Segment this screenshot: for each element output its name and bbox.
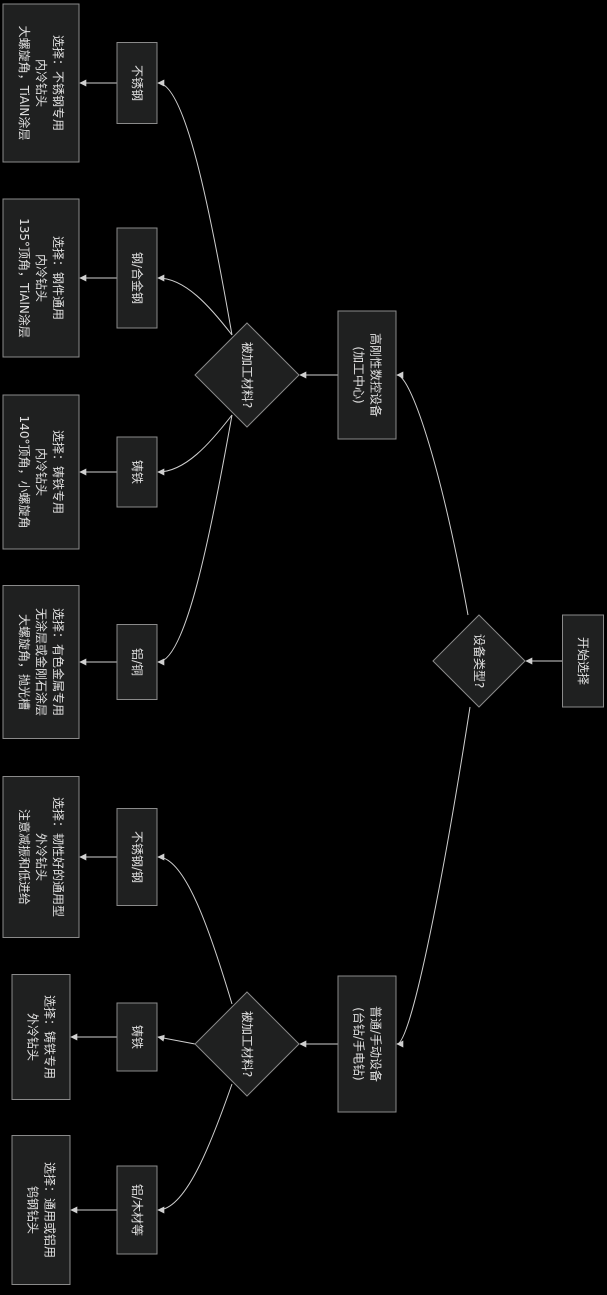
result-node-1-0-label-line: 注意减振和低进给	[17, 809, 32, 905]
result-node-1-2-label-line: 选择：通用或铝用	[43, 1162, 58, 1258]
material-node-0-2[interactable]: 铸铁	[116, 436, 158, 508]
result-node-0-3-label-line: 选择：有色金属专用	[51, 608, 66, 716]
result-node-0-0[interactable]: 选择：不锈钢专用内冷钻头大螺旋角，TiAlN涂层	[2, 3, 80, 163]
device-type-decision-label-line: 设备类型?	[472, 634, 486, 688]
result-node-0-1-label-line: 135°顶角，TiAlN涂层	[17, 218, 32, 338]
material-node-0-0[interactable]: 不锈钢	[116, 42, 158, 124]
edge-material-0-3	[157, 414, 233, 666]
result-node-1-0-label-line: 外冷钻头	[34, 833, 49, 881]
result-node-0-3[interactable]: 选择：有色金属专用无涂层或金刚石涂层大螺旋角，抛光槽	[2, 585, 80, 739]
material-decision-0-label-line: 被加工材料?	[240, 342, 254, 408]
material-node-0-0-label-line: 不锈钢	[130, 65, 144, 101]
result-node-1-2-label-line: 钨钢钻头	[26, 1186, 41, 1234]
result-node-0-2[interactable]: 选择：铸铁专用内冷钻头140°顶角，小螺旋角	[2, 394, 80, 550]
result-node-0-2-label-line: 内冷钻头	[34, 448, 49, 496]
device-node-0-label: 高刚性数控设备(加工中心)	[352, 333, 384, 417]
result-node-0-2-label: 选择：铸铁专用内冷钻头140°顶角，小螺旋角	[17, 416, 66, 529]
material-decision-1-label-line: 被加工材料?	[240, 1011, 254, 1077]
result-node-0-2-label-line: 140°顶角，小螺旋角	[17, 416, 31, 529]
device-type-decision[interactable]: 设备类型?	[432, 614, 526, 708]
device-node-1-label: 普通/手动设备(台钻/手电钻)	[352, 1006, 383, 1082]
edge-material-0-1	[157, 274, 233, 336]
edge-material-1-2	[157, 1083, 233, 1214]
edge-material-0-0	[157, 79, 233, 336]
start-node[interactable]: 开始选择	[562, 614, 604, 708]
material-node-0-1[interactable]: 钢/合金钢	[116, 227, 158, 329]
result-node-1-1-label-line: 选择：铸铁专用	[43, 995, 58, 1079]
result-node-0-0-label-line: 大螺旋角，TiAlN涂层	[17, 26, 32, 141]
material-decision-0[interactable]: 被加工材料?	[194, 322, 300, 428]
result-node-1-1-label-line: 外冷钻头	[26, 1013, 41, 1061]
material-node-1-1-label: 铸铁	[130, 1025, 145, 1049]
result-node-0-1[interactable]: 选择：钢件通用内冷钻头135°顶角，TiAlN涂层	[2, 198, 80, 358]
device-node-1-label-line: (台钻/手电钻)	[352, 1007, 367, 1080]
material-decision-0-label: 被加工材料?	[240, 342, 254, 408]
result-node-0-1-label-line: 内冷钻头	[34, 254, 49, 302]
material-node-1-1[interactable]: 铸铁	[116, 1002, 158, 1072]
material-node-0-2-label: 铸铁	[130, 460, 145, 484]
device-type-decision-label: 设备类型?	[472, 634, 486, 688]
device-node-1[interactable]: 普通/手动设备(台钻/手电钻)	[337, 975, 397, 1113]
material-node-1-1-label-line: 铸铁	[130, 1025, 145, 1049]
result-node-1-0-label: 选择：韧性好的通用型外冷钻头注意减振和低进给	[17, 797, 66, 917]
result-node-0-0-label-line: 内冷钻头	[34, 59, 49, 107]
edge-material-0-2	[157, 414, 233, 476]
result-node-1-2[interactable]: 选择：通用或铝用钨钢钻头	[11, 1135, 71, 1285]
material-node-0-1-label: 钢/合金钢	[130, 252, 145, 304]
edge-material-1-1	[157, 1034, 196, 1045]
result-node-0-0-label-line: 选择：不锈钢专用	[51, 35, 66, 131]
device-node-0[interactable]: 高刚性数控设备(加工中心)	[337, 310, 397, 440]
material-node-0-2-label-line: 铸铁	[130, 460, 145, 484]
material-node-1-2[interactable]: 铝/木材等	[116, 1165, 158, 1255]
result-node-0-3-label-line: 大螺旋角，抛光槽	[17, 614, 32, 710]
result-node-0-3-label-line: 无涂层或金刚石涂层	[34, 608, 49, 716]
material-node-0-3[interactable]: 铝/铜	[116, 624, 158, 700]
material-node-1-0-label: 不锈钢/钢	[130, 831, 144, 883]
result-node-0-1-label-line: 选择：钢件通用	[51, 236, 65, 320]
material-node-0-3-label: 铝/铜	[130, 648, 145, 676]
result-node-1-1-label: 选择：铸铁专用外冷钻头	[26, 995, 58, 1079]
start-node-label: 开始选择	[576, 637, 590, 685]
material-node-1-2-label-line: 铝/木材等	[130, 1184, 145, 1236]
material-node-0-3-label-line: 铝/铜	[130, 648, 145, 676]
edge-device-1	[396, 706, 471, 1048]
material-decision-1-label: 被加工材料?	[240, 1011, 254, 1077]
result-node-0-0-label: 选择：不锈钢专用内冷钻头大螺旋角，TiAlN涂层	[17, 26, 66, 141]
result-node-1-1[interactable]: 选择：铸铁专用外冷钻头	[11, 974, 71, 1100]
material-decision-1[interactable]: 被加工材料?	[194, 991, 300, 1097]
start-node-label-line: 开始选择	[576, 637, 590, 685]
device-node-0-label-line: 高刚性数控设备	[369, 333, 384, 417]
edge-material-1-0	[157, 853, 233, 1005]
material-node-1-2-label: 铝/木材等	[130, 1184, 145, 1236]
result-node-1-0[interactable]: 选择：韧性好的通用型外冷钻头注意减振和低进给	[2, 776, 80, 938]
material-node-0-1-label-line: 钢/合金钢	[130, 252, 145, 304]
device-node-0-label-line: (加工中心)	[352, 346, 367, 403]
result-node-0-3-label: 选择：有色金属专用无涂层或金刚石涂层大螺旋角，抛光槽	[17, 608, 66, 716]
edge-device-0	[396, 371, 469, 616]
result-node-0-2-label-line: 选择：铸铁专用	[51, 430, 66, 514]
result-node-0-1-label: 选择：钢件通用内冷钻头135°顶角，TiAlN涂层	[17, 218, 65, 338]
material-node-1-0-label-line: 不锈钢/钢	[130, 831, 144, 883]
result-node-1-0-label-line: 选择：韧性好的通用型	[51, 797, 66, 917]
material-node-1-0[interactable]: 不锈钢/钢	[116, 808, 158, 906]
result-node-1-2-label: 选择：通用或铝用钨钢钻头	[26, 1162, 58, 1258]
device-node-1-label-line: 普通/手动设备	[369, 1006, 383, 1082]
material-node-0-0-label: 不锈钢	[130, 65, 144, 101]
